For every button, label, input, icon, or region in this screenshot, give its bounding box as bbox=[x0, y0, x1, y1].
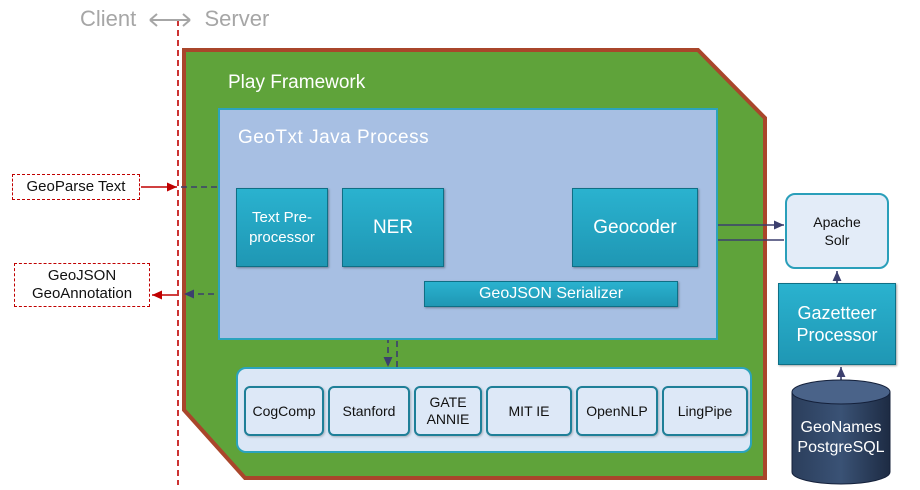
solr-line-2: Solr bbox=[824, 232, 850, 248]
database-cylinder bbox=[791, 379, 891, 485]
geojson-serializer-label: GeoJSON Serializer bbox=[478, 285, 624, 302]
server-label: Server bbox=[204, 6, 270, 31]
library-gate-annie: GATE ANNIE bbox=[414, 386, 482, 436]
gazetteer-line-1: Gazetteer bbox=[797, 303, 877, 323]
db-line-1: GeoNames bbox=[800, 419, 882, 436]
apache-solr-box: Apache Solr bbox=[785, 193, 889, 269]
text-preprocessor-line-2: processor bbox=[249, 228, 315, 246]
library-lingpipe: LingPipe bbox=[662, 386, 748, 436]
geonames-database-label: GeoNames PostgreSQL bbox=[790, 418, 892, 458]
solr-line-1: Apache bbox=[813, 214, 861, 230]
play-framework-label: Play Framework bbox=[228, 72, 366, 93]
text-preprocessor-box: Text Pre- processor bbox=[236, 188, 328, 267]
db-line-2: PostgreSQL bbox=[797, 439, 885, 456]
text-preprocessor-line-1: Text Pre- bbox=[251, 208, 312, 226]
library-line: LingPipe bbox=[677, 402, 733, 419]
library-opennlp: OpenNLP bbox=[576, 386, 658, 436]
library-mit-ie: MIT IE bbox=[486, 386, 572, 436]
geoparse-text-label: GeoParse Text bbox=[26, 178, 126, 195]
client-server-header: Client Server bbox=[80, 6, 269, 32]
geocoder-label: Geocoder bbox=[593, 216, 677, 238]
geojson-line-1: GeoJSON bbox=[47, 267, 117, 284]
gazetteer-processor-box: Gazetteer Processor bbox=[778, 283, 896, 365]
library-line: CogComp bbox=[252, 402, 316, 419]
library-line: Stanford bbox=[342, 402, 396, 419]
library-line: OpenNLP bbox=[586, 402, 648, 419]
geoparse-text-input: GeoParse Text bbox=[12, 174, 140, 200]
library-stanford: Stanford bbox=[328, 386, 410, 436]
double-arrow-icon bbox=[149, 13, 192, 27]
library-line: GATE bbox=[429, 394, 467, 410]
ner-label: NER bbox=[372, 216, 414, 238]
library-line: ANNIE bbox=[426, 411, 470, 427]
library-cogcomp: CogComp bbox=[244, 386, 324, 436]
gazetteer-line-2: Processor bbox=[796, 325, 878, 345]
library-line: MIT IE bbox=[508, 402, 550, 419]
geojson-line-2: GeoAnnotation bbox=[31, 285, 133, 302]
java-process-label: GeoTxt Java Process bbox=[238, 127, 430, 148]
client-label: Client bbox=[80, 6, 137, 31]
geojson-serializer-box: GeoJSON Serializer bbox=[424, 281, 678, 307]
ner-box: NER bbox=[342, 188, 444, 267]
geocoder-box: Geocoder bbox=[572, 188, 698, 267]
geojson-output: GeoJSON GeoAnnotation bbox=[14, 263, 150, 307]
